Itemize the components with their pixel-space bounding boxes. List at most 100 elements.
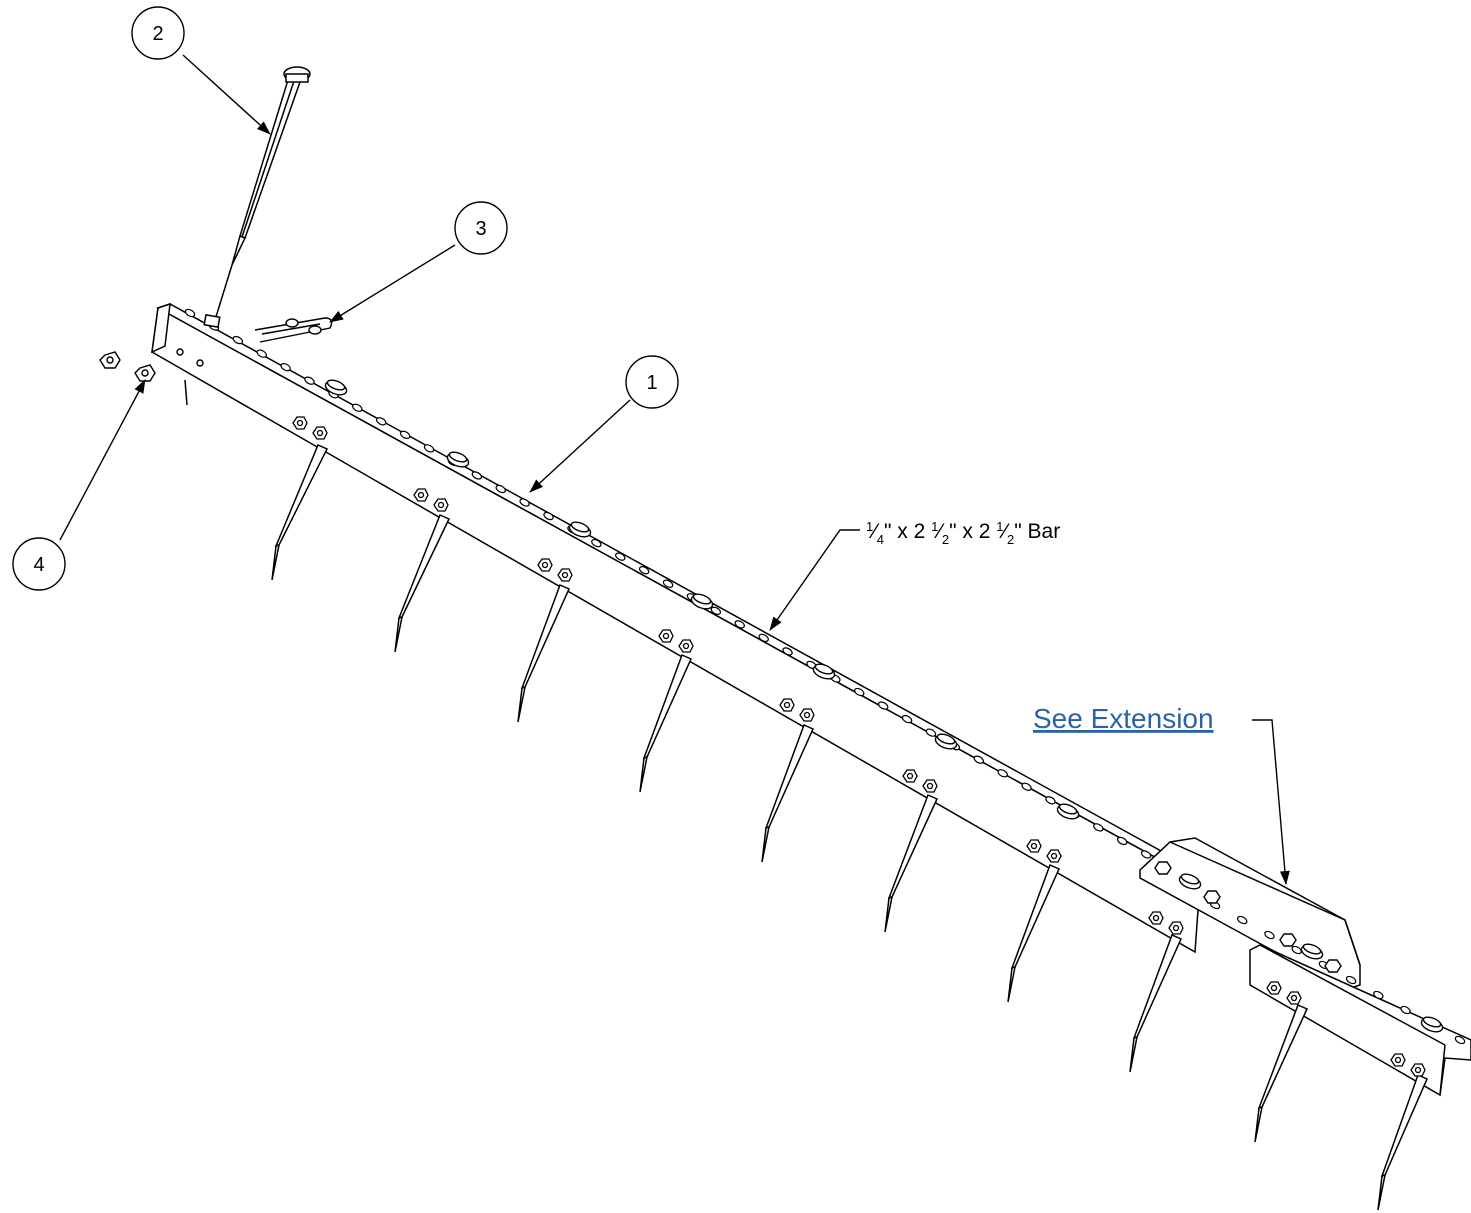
hex-nut-bore [417,491,425,499]
hex-nut-bore [541,561,549,569]
hex-nut [902,769,918,783]
bar-hole [1045,796,1056,805]
callout-2-number: 2 [152,23,163,45]
bolt-top [570,521,590,533]
bolt-top [1180,873,1200,885]
hex-nut [1410,1063,1426,1077]
bar-hole [973,755,984,764]
bar-hole [758,633,769,643]
hex-nut-bore [682,642,690,650]
extension-hole [1264,930,1275,940]
hex-bolt-head [1324,959,1342,973]
bar-hole [901,714,913,724]
bar-hole [638,566,650,575]
bar-hole [256,349,267,358]
tine-shaft [1010,863,1060,970]
part-2-tine [203,66,311,329]
hex-nut [292,416,308,430]
bar-hole [662,579,674,588]
see-extension-link[interactable]: See Extension [1033,703,1214,734]
bar-hole [399,430,411,440]
hex-nut-bore [926,782,934,790]
bar-hole [232,335,244,345]
hex-nut [537,558,553,572]
hex-nut-bore [1270,984,1278,992]
bar-hole [1093,823,1104,832]
hex-bolt-head [1203,890,1221,904]
bar-hole [352,403,363,412]
hex-nut [312,426,328,440]
hex-nut [1168,921,1184,935]
bolt-top [814,663,834,675]
hex-nut [1286,991,1302,1005]
callout-4-number: 4 [33,554,44,576]
hex-nut [799,708,815,722]
hex-bolt [1203,890,1221,904]
tine-shaft [274,444,329,548]
tine-shaft [887,793,938,900]
bar-hole [710,606,722,615]
tine [884,793,938,933]
hex-bolt [1279,933,1297,947]
extension-hole [1291,945,1302,955]
bar-hole [782,647,793,656]
bar-hole [376,417,387,426]
hex-nut [658,629,674,643]
hex-nut [1046,849,1062,863]
bar-hole [304,376,315,385]
bar-hole [615,552,626,561]
hex-nut [1026,839,1042,853]
bolt-top [1422,1016,1442,1028]
bar-size-label: 1⁄4" x 2 1⁄2" x 2 1⁄2" Bar [866,519,1060,547]
tine-point [639,755,648,793]
hex-nut [678,639,694,653]
hex-nut-bore [1172,924,1180,932]
hex-nut-bore [316,429,324,437]
carriage-bolt [934,733,958,750]
hex-nut-bore [1152,914,1160,922]
hex-nut-bore [1050,852,1058,860]
hex-nut-bore [803,711,811,719]
callout-3: 3 [454,201,508,255]
tine-point [884,895,893,933]
extension-hole [1400,1005,1411,1015]
bar-hole [734,620,745,629]
bar-hole [854,687,865,697]
bar-hole [519,498,530,507]
bar-hole [471,471,483,480]
tine-point [1129,1035,1138,1073]
extension-hole [1454,1035,1466,1045]
bar-hole [495,484,506,494]
hex-nut-bore [662,632,670,640]
part-3-u-pin [254,317,333,343]
bolt-top [1302,943,1322,955]
bar-hole [423,444,435,453]
tine-shaft [397,513,451,620]
carriage-bolt [812,663,836,680]
bar-hole [925,728,937,737]
hex-nut-bore [296,419,304,427]
hex-nut-bore [561,571,569,579]
tine-row [271,444,1428,1211]
bar-hole [877,701,889,710]
tine-shaft [1257,1003,1308,1110]
hex-nut [1266,981,1282,995]
carriage-bolt [446,451,470,468]
nut-row [292,416,1426,1077]
bar-hole [543,511,554,521]
carriage-bolt [1056,803,1080,820]
hex-nut [779,698,795,712]
hex-nut [557,568,573,582]
bar-hole [591,538,602,548]
tine [1254,1003,1308,1143]
bar-hole [280,362,291,372]
bar-hole [1021,782,1032,791]
bolt-top [692,593,712,605]
hex-nut [1148,911,1164,925]
carriage-bolt [1300,943,1324,960]
tine-shaft [1380,1073,1428,1178]
callout-3-number: 3 [475,218,486,240]
bolt-top [448,451,468,463]
carriage-bolt [568,521,592,538]
hex-bolt-head [1154,861,1172,875]
